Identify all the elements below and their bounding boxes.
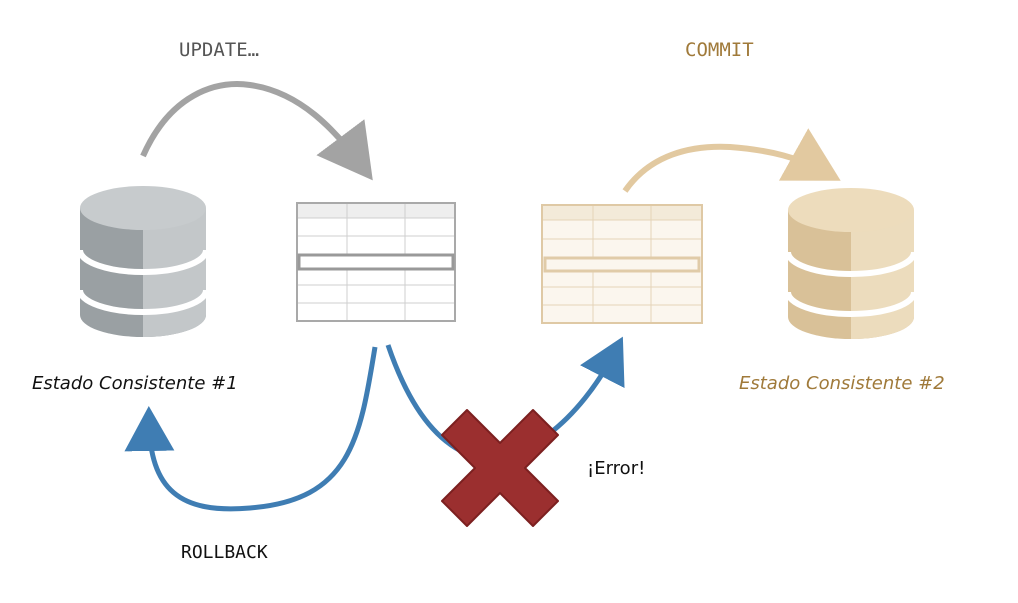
update-label: UPDATE… bbox=[179, 39, 260, 61]
rollback-arrow bbox=[124, 346, 378, 512]
consistent-state-2-label: Estado Consistente #2 bbox=[739, 373, 945, 394]
commit-arrow bbox=[622, 128, 841, 193]
update-arrow bbox=[140, 81, 373, 181]
table-icon bbox=[541, 204, 703, 324]
commit-label: COMMIT bbox=[685, 39, 754, 61]
consistent-state-1-label: Estado Consistente #1 bbox=[32, 373, 238, 394]
error-label: ¡Error! bbox=[587, 458, 646, 479]
database-icon bbox=[785, 188, 917, 339]
database-icon bbox=[77, 186, 209, 337]
rollback-label: ROLLBACK bbox=[181, 542, 268, 563]
table-icon bbox=[296, 202, 456, 322]
cross-icon bbox=[441, 409, 559, 527]
